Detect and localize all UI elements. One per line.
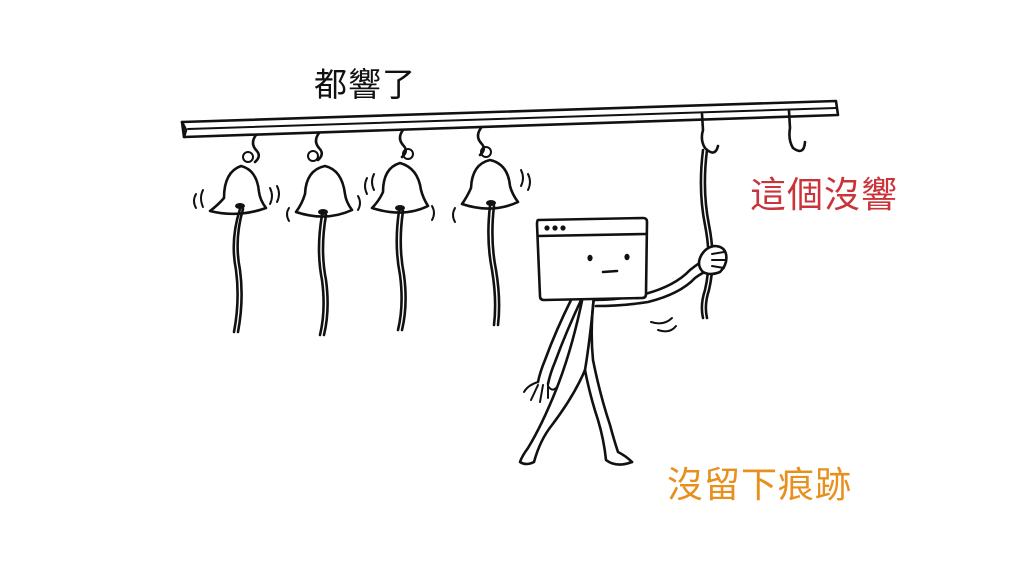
bell-ringing-2 — [286, 131, 361, 337]
character-left-arm — [523, 296, 584, 403]
label-this-one-silent: 這個沒響 — [750, 175, 899, 216]
label-no-trace: 沒留下痕跡 — [667, 465, 853, 506]
hanging-bar — [180, 99, 840, 139]
empty-hook — [787, 109, 807, 153]
bell-ringing-4 — [452, 126, 531, 327]
label-all-rang: 都響了 — [314, 65, 416, 104]
bell-ringing-3 — [364, 128, 435, 332]
character-legs — [518, 294, 634, 466]
character-right-arm — [592, 244, 728, 333]
character-head — [535, 216, 649, 302]
pull-rope — [699, 148, 714, 320]
bell-ringing-1 — [193, 133, 280, 334]
hook-with-rope — [700, 112, 720, 154]
